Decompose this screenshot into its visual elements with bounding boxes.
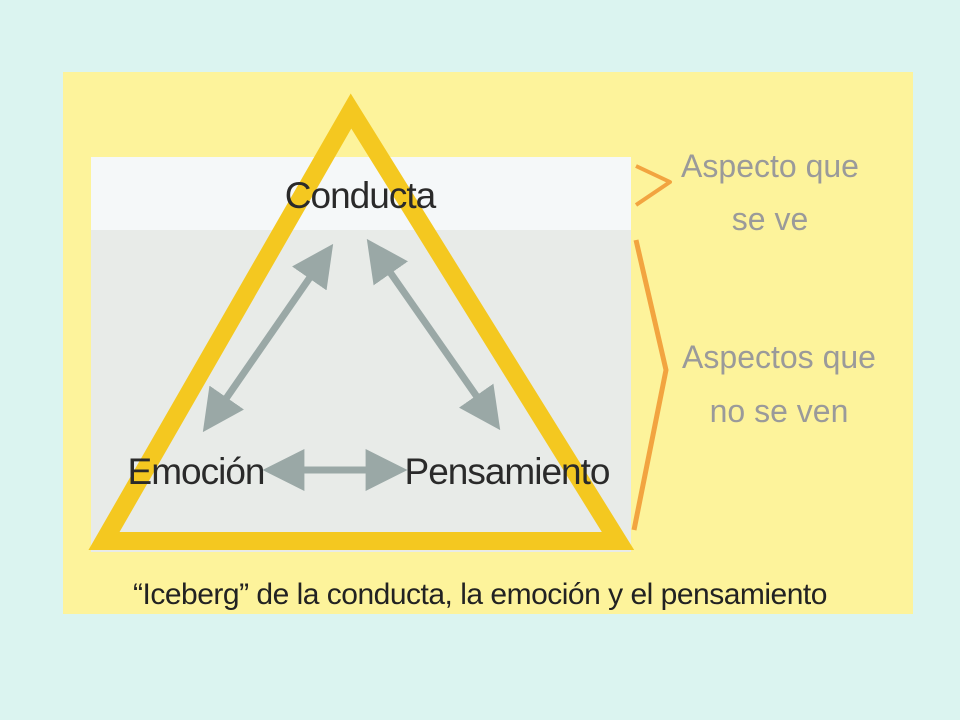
hidden-aspects-line1: Aspectos que (682, 339, 876, 375)
hidden-band (91, 230, 631, 552)
visible-aspect-line1: Aspecto que (681, 148, 859, 184)
visible-aspect-line2: se ve (732, 201, 808, 237)
caption: “Iceberg” de la conducta, la emoción y e… (133, 578, 827, 611)
visible-band (91, 157, 631, 230)
hidden-aspects-line2: no se ven (710, 393, 849, 429)
visible-aspect-brace (634, 164, 672, 207)
arrow-conducta-pensamiento (366, 238, 501, 431)
node-emocion: Emoción (128, 451, 265, 492)
node-pensamiento: Pensamiento (405, 451, 610, 492)
hidden-aspects-brace (631, 239, 669, 531)
arrow-emocion-conducta (202, 243, 334, 433)
node-conducta: Conducta (285, 175, 437, 216)
